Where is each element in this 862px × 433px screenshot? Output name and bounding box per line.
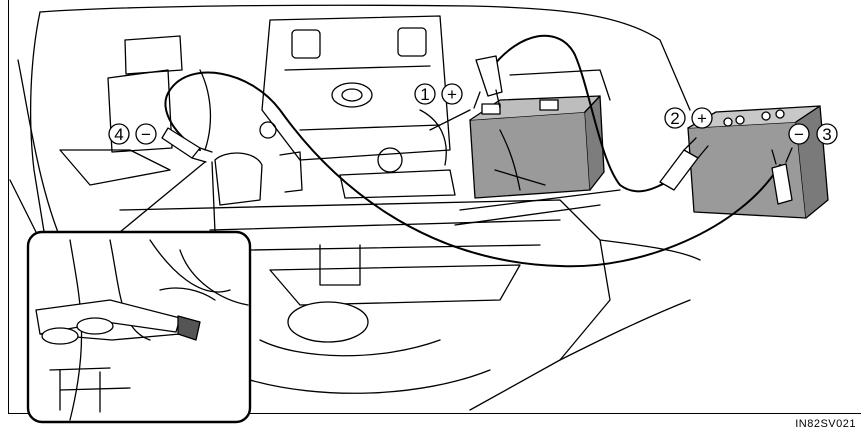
clamp-1 [476,56,502,96]
callout-2-number: 2 [670,109,679,128]
figure-code: IN82SV021 [795,418,856,430]
callout-3-number: 3 [822,125,831,144]
callout-2-sign: + [697,109,707,128]
callout-1-sign: + [447,85,457,104]
callout-2: 2 + [665,108,712,128]
detail-inset [28,162,250,422]
front-emblem [288,302,368,342]
callout-3-sign: − [794,125,804,144]
vehicle-battery [470,96,604,198]
callout-4-sign: − [141,125,151,144]
callout-4-number: 4 [114,125,123,144]
callout-1-number: 1 [420,85,429,104]
